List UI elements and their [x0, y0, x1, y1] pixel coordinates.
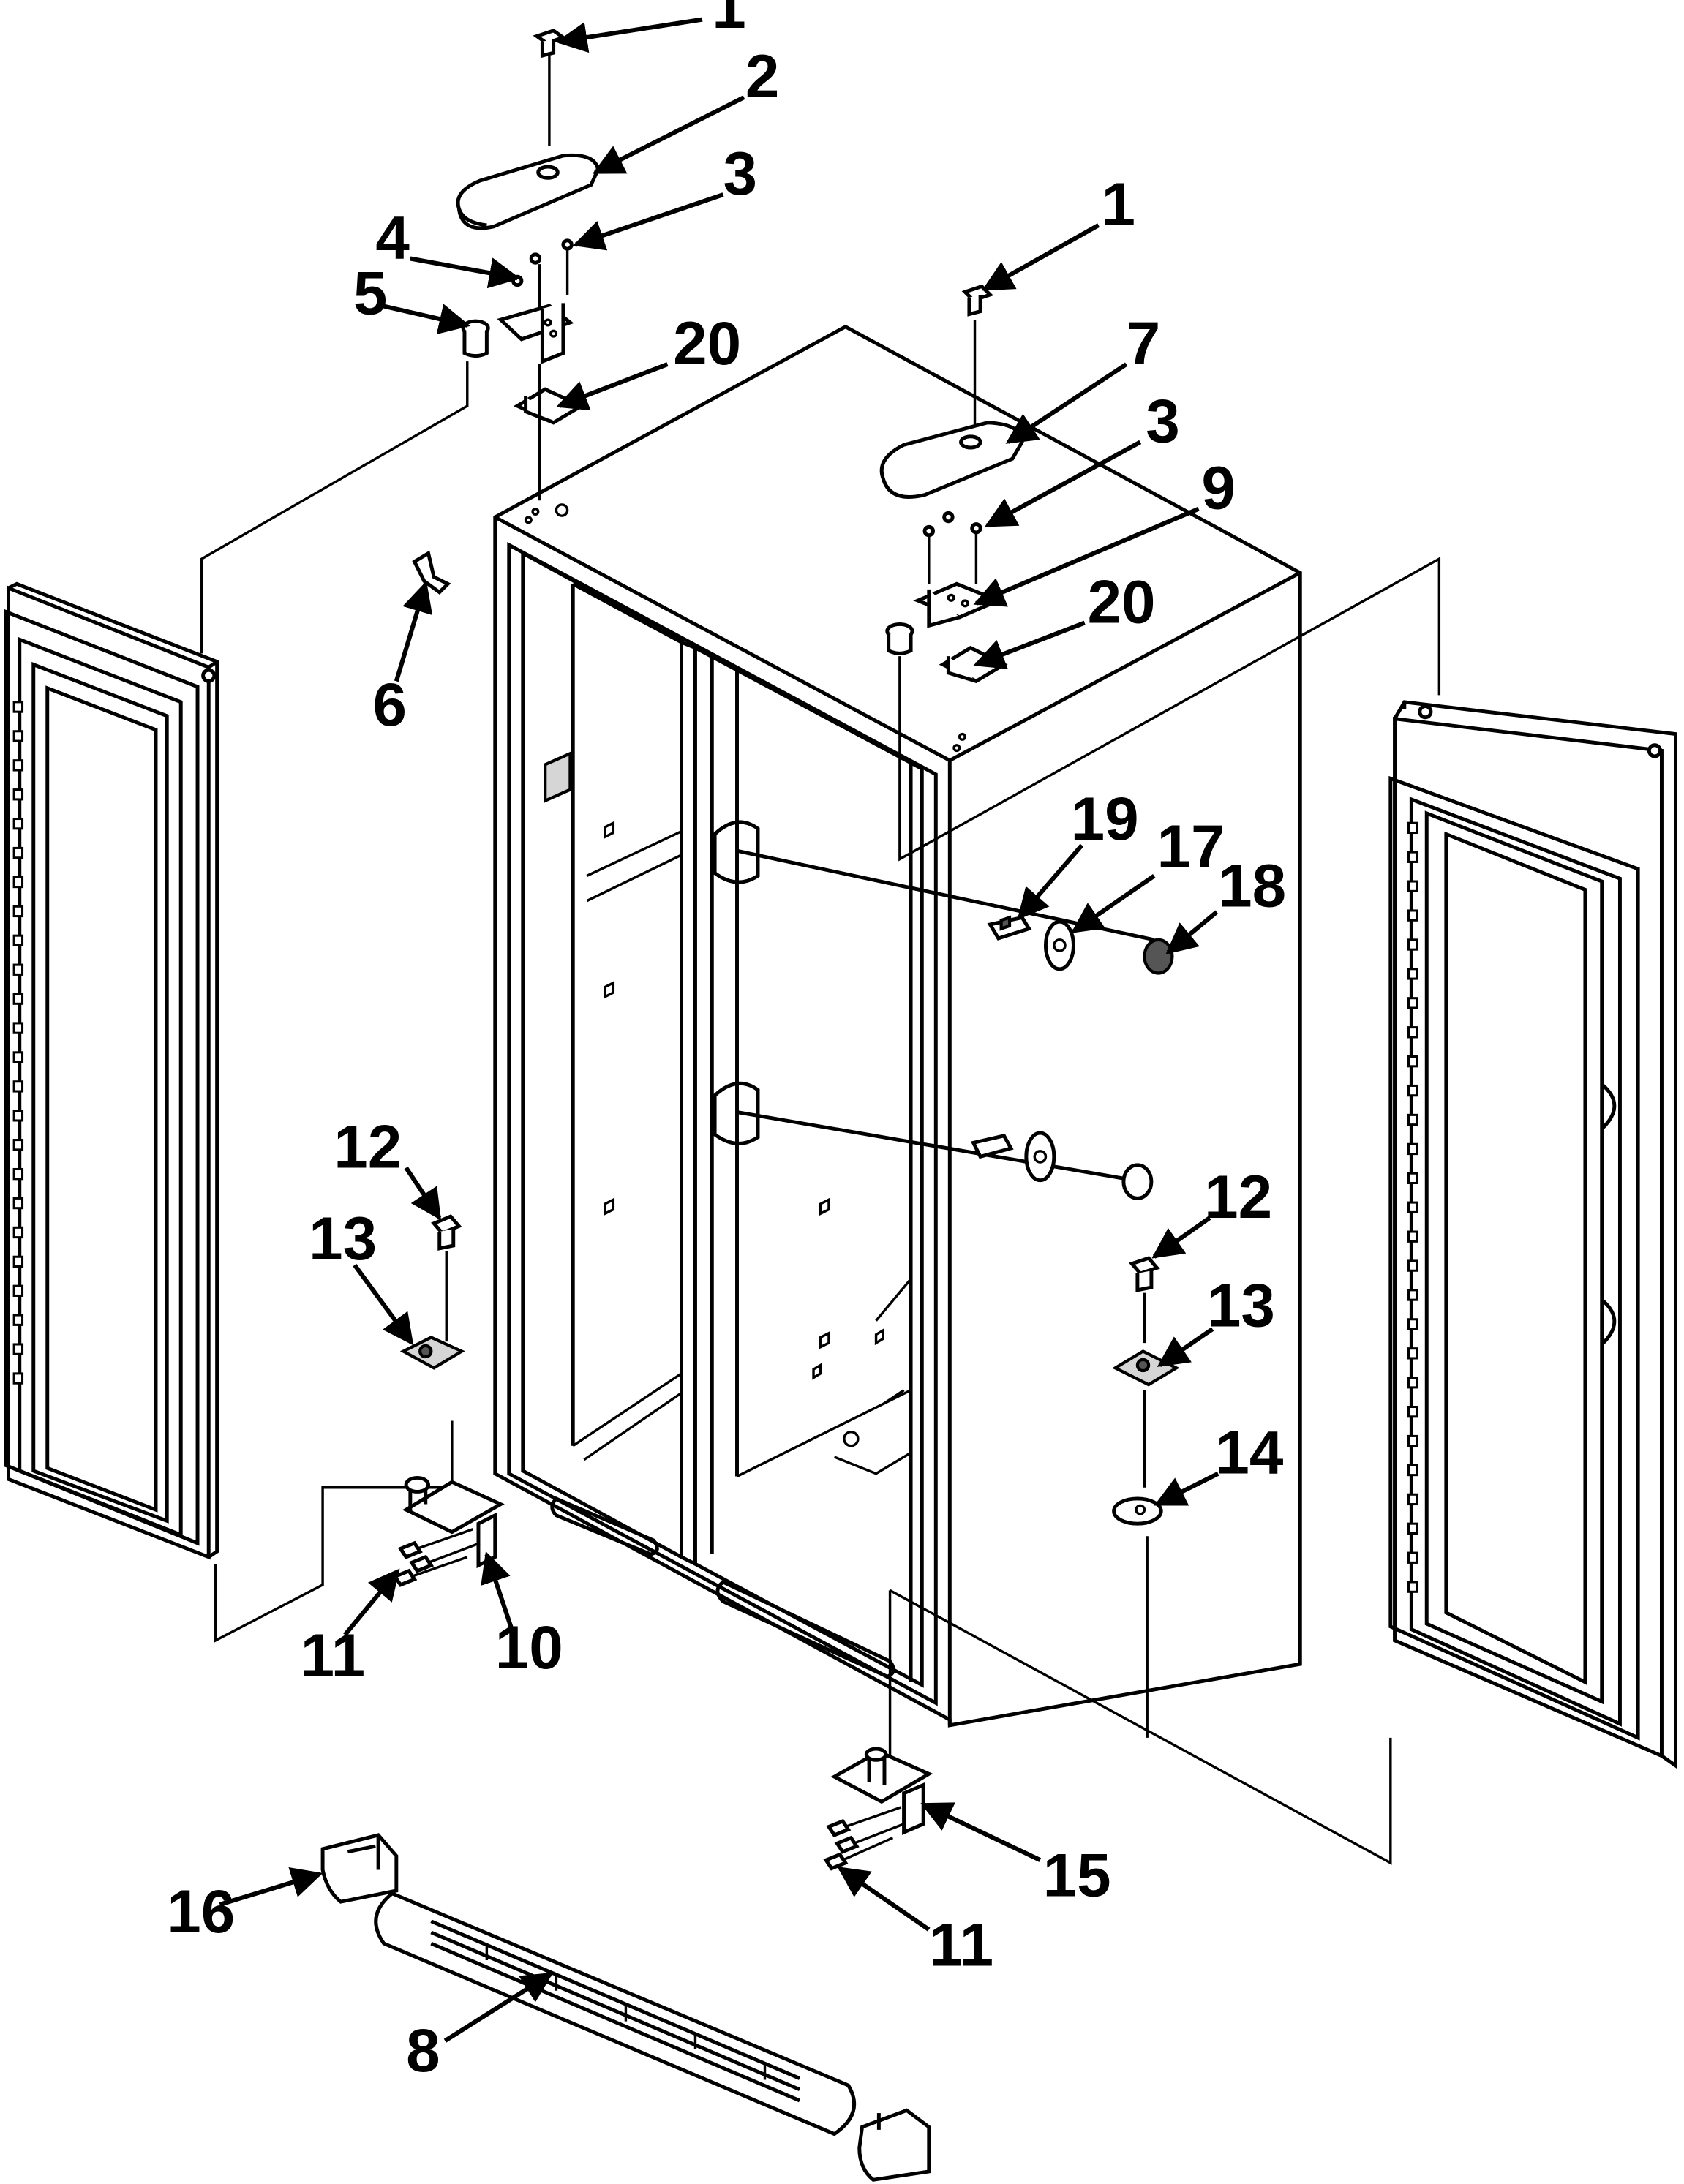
- callout-17: 17: [1157, 812, 1225, 881]
- door-notch: [12, 1226, 24, 1239]
- door-notch: [12, 1139, 24, 1151]
- door-notch: [1407, 851, 1418, 863]
- callout-1-top-left: 1: [712, 0, 746, 41]
- door-notch: [12, 1343, 24, 1355]
- right-door-shelf-notches: [1407, 821, 1418, 1593]
- callout-20-top-left: 20: [673, 309, 741, 377]
- door-notch: [12, 1372, 24, 1385]
- door-notch: [12, 1197, 24, 1210]
- callout-20-top-right: 20: [1087, 568, 1155, 636]
- door-notch: [1407, 1318, 1418, 1330]
- door-notch: [12, 1022, 24, 1034]
- left-door: [4, 581, 219, 1560]
- callout-5: 5: [353, 259, 388, 328]
- door-notch: [12, 1110, 24, 1122]
- callout-labels: 1 2 3 4 5 20 6 1 7 3 9 20 19 17 18 12 13…: [167, 0, 1286, 2085]
- callout-1-top-right: 1: [1101, 170, 1135, 238]
- door-notch: [1407, 880, 1418, 892]
- door-notch: [1407, 1405, 1418, 1418]
- door-notch: [1407, 1259, 1418, 1272]
- callout-2: 2: [745, 42, 780, 110]
- door-notch: [1407, 1201, 1418, 1213]
- door-notch: [1407, 1026, 1418, 1039]
- door-notch: [12, 905, 24, 918]
- toe-grille: [320, 1833, 931, 2182]
- door-notch: [1407, 968, 1418, 980]
- door-notch: [1407, 1055, 1418, 1068]
- door-notch: [1407, 1289, 1418, 1301]
- callout-15: 15: [1043, 1841, 1111, 1910]
- door-notch: [12, 993, 24, 1005]
- callout-18: 18: [1218, 851, 1286, 919]
- door-notch: [1407, 938, 1418, 951]
- door-notch: [1407, 1142, 1418, 1156]
- door-notch: [12, 730, 24, 742]
- door-notch: [12, 759, 24, 772]
- callout-7: 7: [1127, 309, 1161, 377]
- callout-11-left: 11: [301, 1621, 365, 1690]
- door-notch: [1407, 909, 1418, 922]
- callout-13-left: 13: [309, 1204, 377, 1273]
- door-notch: [1407, 1522, 1418, 1535]
- left-bottom-hinge-assembly: [214, 1214, 505, 1643]
- door-notch: [12, 788, 24, 801]
- door-notch: [12, 1314, 24, 1326]
- callout-10: 10: [495, 1613, 563, 1682]
- left-door-shelf-notches: [12, 701, 24, 1385]
- door-notch: [12, 1284, 24, 1297]
- door-notch: [1407, 821, 1418, 835]
- door-notch: [1407, 1377, 1418, 1389]
- door-notch: [12, 934, 24, 946]
- callout-8: 8: [406, 2016, 440, 2085]
- top-left-hinge-assembly: [200, 29, 600, 654]
- callout-3-top-right: 3: [1146, 386, 1180, 455]
- door-notch: [1407, 1464, 1418, 1477]
- door-notch: [1407, 1172, 1418, 1185]
- right-bottom-hinge-assembly: [823, 1256, 1392, 1871]
- callout-12-left: 12: [334, 1112, 402, 1181]
- callout-12-right: 12: [1204, 1162, 1272, 1231]
- door-notch: [1407, 1434, 1418, 1447]
- door-notch: [12, 876, 24, 889]
- door-notch: [12, 1051, 24, 1063]
- door-notch: [12, 846, 24, 859]
- door-notch: [12, 963, 24, 976]
- door-notch: [12, 817, 24, 830]
- callout-4: 4: [375, 203, 410, 272]
- door-notch: [1407, 1581, 1418, 1593]
- door-notch: [1407, 1084, 1418, 1097]
- door-notch: [1407, 1493, 1418, 1506]
- callout-11-right: 11: [929, 1910, 993, 1979]
- door-notch: [1407, 1551, 1418, 1564]
- callout-16: 16: [167, 1877, 235, 1946]
- callout-3-top-left: 3: [723, 139, 757, 208]
- door-notch: [12, 1080, 24, 1093]
- door-notch: [1407, 1347, 1418, 1360]
- callout-9: 9: [1201, 453, 1236, 522]
- right-door: [1388, 700, 1677, 1769]
- callout-6: 6: [373, 670, 407, 739]
- door-notch: [1407, 1113, 1418, 1126]
- cabinet: [493, 324, 1302, 1728]
- door-notch: [1407, 997, 1418, 1009]
- door-notch: [1407, 1230, 1418, 1243]
- callout-14: 14: [1215, 1418, 1284, 1487]
- callout-13-right: 13: [1207, 1270, 1275, 1339]
- callout-arrows: [219, 17, 1219, 2043]
- door-notch: [12, 701, 24, 713]
- callout-19: 19: [1071, 784, 1139, 853]
- door-notch: [12, 1167, 24, 1181]
- door-notch: [12, 1255, 24, 1268]
